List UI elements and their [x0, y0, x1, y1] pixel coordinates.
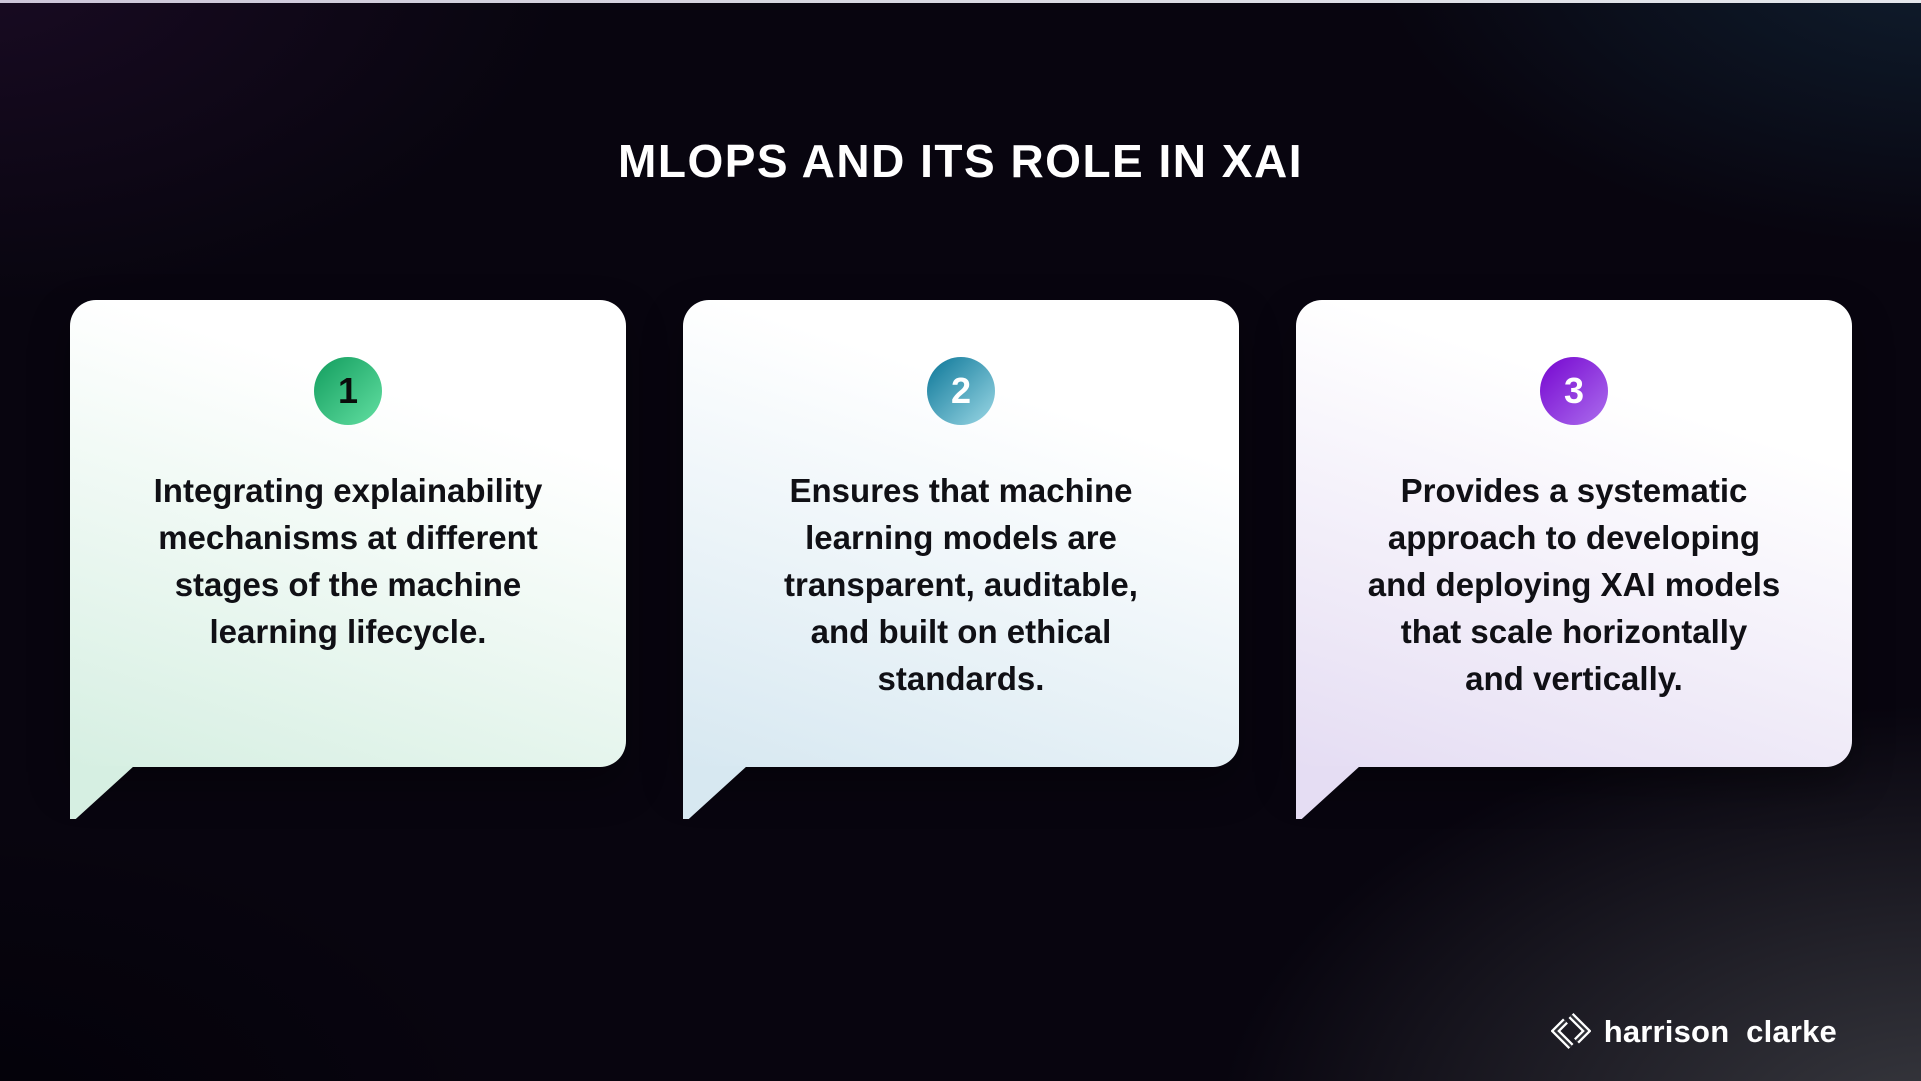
badge-number: 2: [950, 370, 972, 411]
speech-tail: [1296, 766, 1360, 819]
card-text: Integrating explainability mechanisms at…: [153, 472, 543, 650]
speech-tail: [70, 766, 134, 819]
page-title: MLOPS AND ITS ROLE IN XAI: [618, 135, 1303, 187]
top-edge-strip: [0, 0, 1921, 3]
card-text: Provides a systematic approach to develo…: [1367, 472, 1781, 697]
number-badge-3: 3: [1540, 357, 1608, 425]
number-badge-2: 2: [927, 357, 995, 425]
card-1: 1 Integrating explainability mechanisms …: [70, 300, 626, 819]
number-badge-1: 1: [314, 357, 382, 425]
card-text: Ensures that machine learning models are…: [784, 472, 1138, 697]
card-3: 3 Provides a systematic approach to deve…: [1296, 300, 1852, 819]
badge-number: 1: [337, 370, 359, 411]
brand-logo-text: harrison clarke: [1603, 1013, 1837, 1049]
diamond-ribbon-icon: [1550, 1013, 1591, 1049]
badge-number: 3: [1563, 370, 1585, 411]
brand-logo: harrison clarke: [1550, 1011, 1837, 1051]
card-2: 2 Ensures that machine learning models a…: [683, 300, 1239, 819]
cards-row: 1 Integrating explainability mechanisms …: [70, 300, 1852, 819]
speech-tail: [683, 766, 747, 819]
